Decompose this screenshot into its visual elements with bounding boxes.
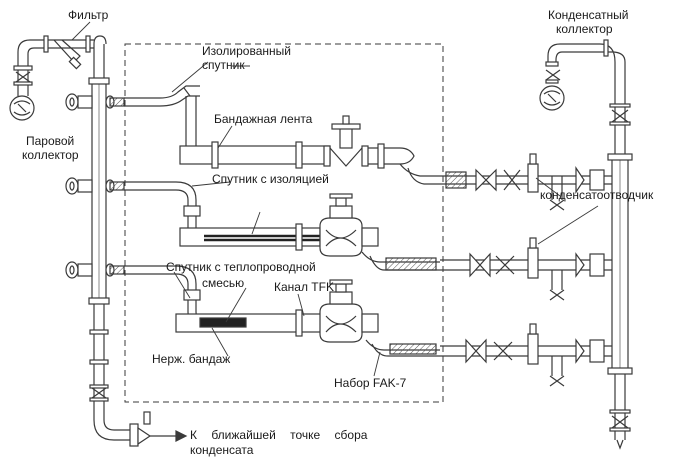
trap-run-3 <box>440 323 612 387</box>
collector-valve-2 <box>65 177 115 195</box>
collector-valve-3 <box>65 261 115 279</box>
insulated-tracer-label-line1: Изолированный <box>202 44 291 58</box>
steam-collector-label-line1: Паровой <box>26 134 75 148</box>
fak-kit-label: Набор FAK-7 <box>334 376 407 390</box>
steam-collector <box>88 35 188 447</box>
trap-run-1 <box>440 153 612 211</box>
tracer-line-2 <box>109 181 440 271</box>
nearest-point-label-line2: конденсата <box>190 443 254 457</box>
collector-valve-1 <box>65 93 115 111</box>
tracer-with-insulation-label: Спутник с изоляцией <box>212 172 329 186</box>
trap-run-2 <box>440 237 612 301</box>
steam-collector-label-line2: коллектор <box>22 148 79 162</box>
pointer-lines <box>71 21 599 377</box>
tracer-line-1 <box>109 85 440 185</box>
tracing-zone-boundary <box>124 43 444 403</box>
band-tape-label: Бандажная лента <box>214 112 313 126</box>
stainless-band-label: Нерж. бандаж <box>152 352 231 366</box>
filter-label: Фильтр <box>68 8 109 22</box>
tracer-line-3 <box>109 265 440 357</box>
nearest-point-label-line1: К ближайшей точке сбора <box>190 428 368 442</box>
condensate-collector-label-line1: Конденсатный <box>548 8 629 22</box>
filter-assembly <box>9 35 94 121</box>
condensate-collector <box>539 39 633 450</box>
steam-trap-label: конденсатоотводчик <box>540 188 654 202</box>
tfk-channel-label: Канал TFK <box>274 280 334 294</box>
condensate-collector-label-line2: коллектор <box>556 22 613 36</box>
heat-compound-section <box>199 317 247 328</box>
tracer-heat-compound-label-line2: смесью <box>202 276 245 290</box>
tracer-heat-compound-label-line1: Спутник с теплопроводной <box>166 260 316 274</box>
insulated-tracer-label-line2: спутник <box>202 58 245 72</box>
